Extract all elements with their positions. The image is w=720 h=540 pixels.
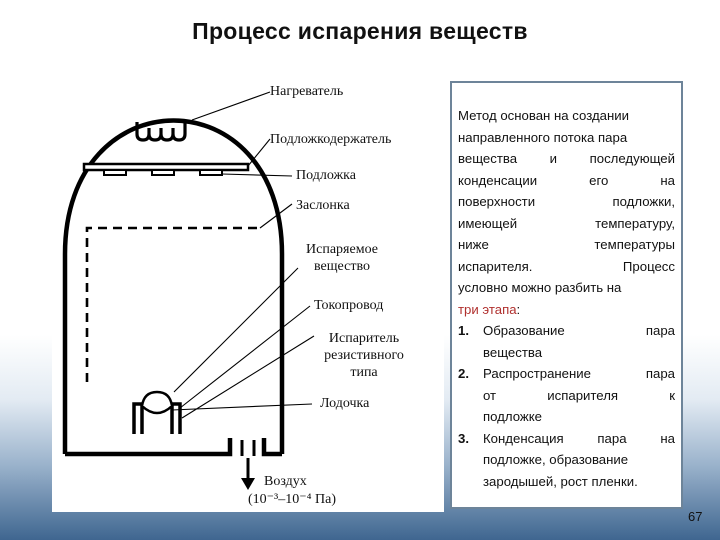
description-text: Метод основан на создании направленного п… xyxy=(458,105,675,299)
word: поверхности xyxy=(458,194,536,209)
step-text: Образование пара вещества xyxy=(483,320,675,363)
word: Образование xyxy=(483,323,565,338)
leader-substrate xyxy=(221,173,293,177)
word: и xyxy=(549,151,558,166)
word: на xyxy=(660,172,675,188)
boat xyxy=(141,405,173,415)
word: имеющей xyxy=(458,215,518,231)
step-number: 1. xyxy=(458,323,469,338)
step-line: подложке, образование xyxy=(483,452,629,467)
word: пара xyxy=(645,323,675,338)
step-number: 3. xyxy=(458,430,469,446)
word: вещества xyxy=(458,151,518,166)
description-line: имеющей температуру, xyxy=(458,213,675,235)
step-line: вещества xyxy=(483,344,543,360)
word: пара xyxy=(597,430,627,446)
word: его xyxy=(589,172,609,188)
label-pressure: (10⁻³–10⁻⁴ Па) xyxy=(248,492,337,507)
heater-coil xyxy=(135,122,187,142)
step-line: Конденсация пара на xyxy=(483,428,675,450)
highlight-suffix: : xyxy=(516,301,521,317)
description-line: ниже температуры xyxy=(458,234,675,256)
current-lead xyxy=(132,402,144,434)
label-evaporator-line: Испаритель xyxy=(328,331,400,346)
shutter xyxy=(85,226,260,382)
word: испарителя. xyxy=(458,258,533,274)
leader-evaporated xyxy=(173,267,299,393)
slide-title: Процесс испарения веществ xyxy=(192,18,528,44)
label-current-lead: Токопровод xyxy=(314,298,384,313)
description-box: Метод основан на создании направленного п… xyxy=(450,81,683,509)
vacuum-evaporation-diagram: Нагреватель Подложкодержатель Подложка З… xyxy=(52,78,444,512)
diagram-drawing xyxy=(62,91,315,490)
leader-evaporator xyxy=(181,335,315,419)
slide-number: 67 xyxy=(688,509,703,524)
word: Распространение xyxy=(483,366,591,381)
word: температуру, xyxy=(595,215,675,231)
label-evaporator-line: резистивного xyxy=(324,348,404,363)
evaporant xyxy=(140,390,174,407)
word: Процесс xyxy=(622,258,675,274)
substrate xyxy=(199,169,223,176)
label-shutter: Заслонка xyxy=(296,198,350,213)
word: на xyxy=(660,430,675,446)
word: к xyxy=(669,387,675,403)
substrate xyxy=(103,169,127,176)
description-line: испарителя. Процесс xyxy=(458,256,675,278)
word: конденсации xyxy=(458,172,538,188)
leader-holder xyxy=(247,138,271,167)
label-air: Воздух xyxy=(264,474,307,489)
substrate xyxy=(151,169,175,176)
leader-shutter xyxy=(259,203,293,229)
step-line: зародышей, рост пленки. xyxy=(483,473,638,489)
description-line: условно можно разбить на xyxy=(458,280,622,295)
label-evaporated-substance: Испаряемое вещество xyxy=(292,241,392,275)
step-text: Конденсация пара на подложке, образование за… xyxy=(483,428,675,493)
step-text: Распространение пара от испарителя к подложке xyxy=(483,363,675,428)
label-evaporator-line: типа xyxy=(350,365,378,380)
word: от xyxy=(483,387,497,403)
label-evaporated-line: Испаряемое xyxy=(306,242,378,257)
leader-current-lead xyxy=(179,305,311,409)
word: подложки, xyxy=(612,194,675,209)
step-line: подложке xyxy=(483,409,542,424)
label-substrate: Подложка xyxy=(296,168,356,183)
highlight-three-stages: три этапа xyxy=(458,301,517,317)
description-highlight-line: три этапа: xyxy=(458,299,675,321)
label-heater: Нагреватель xyxy=(270,84,344,99)
word: температуры xyxy=(594,237,675,252)
step-line: от испарителя к xyxy=(483,385,675,407)
description-line: вещества и последующей xyxy=(458,148,675,170)
word: последующей xyxy=(589,151,675,166)
base-plate xyxy=(65,438,282,457)
leader-heater xyxy=(191,91,271,121)
description-line: Метод основан на создании xyxy=(458,108,630,123)
label-resistive-evaporator: Испаритель резистивного типа xyxy=(306,330,422,381)
word: пара xyxy=(645,366,675,381)
step-number: 2. xyxy=(458,366,469,381)
word: испарителя xyxy=(547,387,619,403)
description-line: направленного потока пара xyxy=(458,129,628,145)
leader-boat xyxy=(171,403,313,411)
description-line: конденсации его на xyxy=(458,170,675,192)
word: ниже xyxy=(458,237,489,252)
step-line: Образование пара xyxy=(483,320,675,342)
label-boat: Лодочка xyxy=(320,396,370,411)
step-line: Распространение пара xyxy=(483,363,675,385)
description-line: поверхности подложки, xyxy=(458,191,675,213)
steps-list: 1. Образование пара вещества 2. Распространен… xyxy=(458,320,675,492)
step-item: 3. Конденсация пара на подложке, образование… xyxy=(458,428,675,493)
label-substrate-holder: Подложкодержатель xyxy=(270,132,392,147)
current-lead xyxy=(170,402,182,434)
label-evaporated-line: вещество xyxy=(314,259,370,274)
step-item: 1. Образование пара вещества xyxy=(458,320,675,363)
word: Конденсация xyxy=(483,430,564,446)
exhaust-arrow-head xyxy=(241,478,255,490)
step-item: 2. Распространение пара от испарителя к подлож… xyxy=(458,363,675,428)
bell-jar xyxy=(62,118,285,454)
